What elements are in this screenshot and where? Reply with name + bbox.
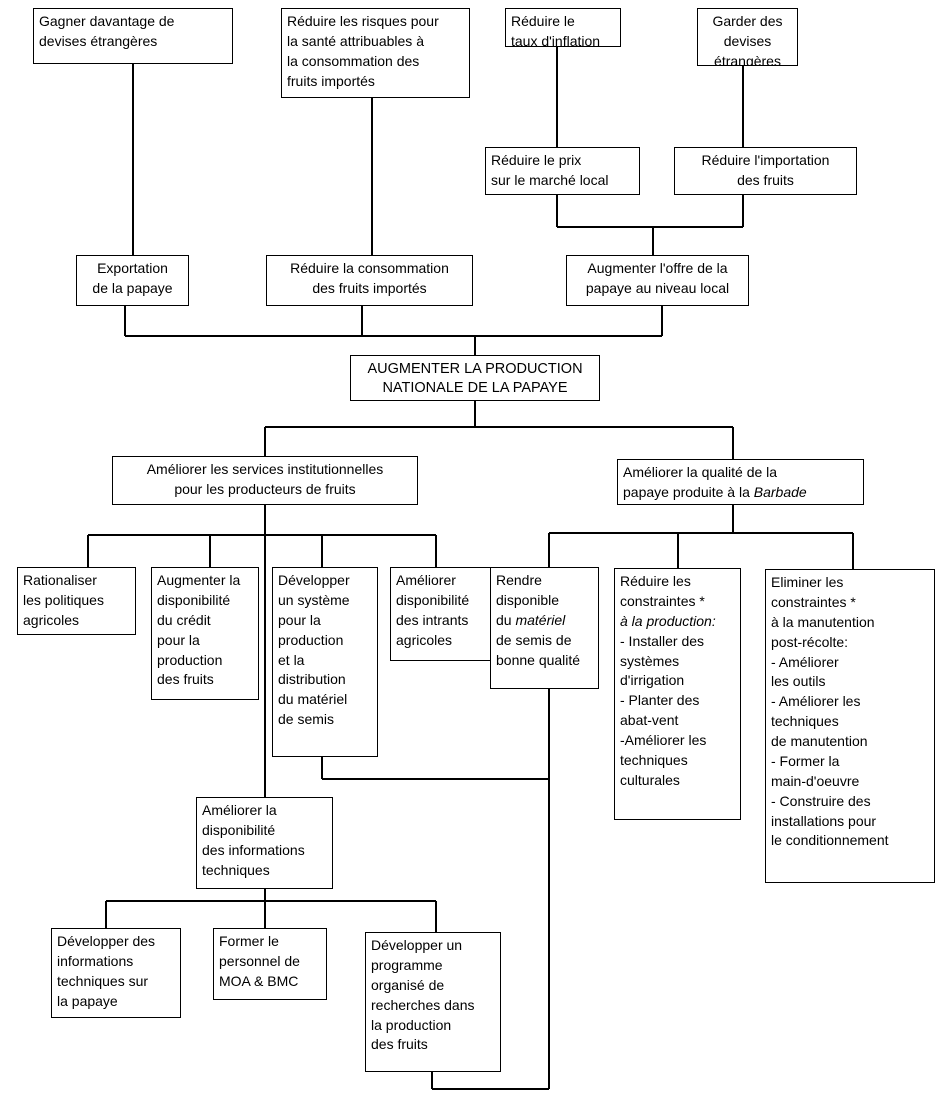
goal-keep-currency: Garder des devises étrangères	[697, 8, 798, 66]
increase-credit: Augmenter la disponibilité du crédit pou…	[151, 567, 259, 700]
develop-research-program: Développer un programme organisé de rech…	[365, 932, 501, 1072]
rationalize-policies: Rationaliser les politiques agricoles	[17, 567, 136, 635]
goal-foreign-exchange: Gagner davantage de devises étrangères	[33, 8, 233, 64]
increase-local-supply: Augmenter l'offre de la papaye au niveau…	[566, 255, 749, 306]
train-moa-bmc-staff: Former le personnel de MOA & BMC	[213, 928, 327, 1000]
goal-inflation: Réduire le taux d'inflation	[505, 8, 621, 47]
papaya-export: Exportation de la papaye	[76, 255, 189, 306]
central-objective: AUGMENTER LA PRODUCTION NATIONALE DE LA …	[350, 355, 600, 401]
improve-institutional-services: Améliorer les services institutionnelles…	[112, 456, 418, 505]
improve-papaya-quality: Améliorer la qualité de la papaye produi…	[617, 459, 864, 505]
improve-technical-information: Améliorer la disponibilité des informati…	[196, 797, 333, 889]
reduce-fruit-imports: Réduire l'importation des fruits	[674, 147, 857, 195]
quality-seed-availability: Rendre disponible du matériel de semis d…	[490, 567, 599, 689]
develop-papaya-information: Développer des informations techniques s…	[51, 928, 181, 1018]
reduce-imported-consumption: Réduire la consommation des fruits impor…	[266, 255, 473, 306]
reduce-production-constraints: Réduire les constraintes * à la producti…	[614, 568, 741, 820]
eliminate-postharvest-constraints: Eliminer les constraintes * à la manuten…	[765, 569, 935, 883]
reduce-local-price: Réduire le prix sur le marché local	[485, 147, 640, 195]
improve-input-availability: Améliorer disponibilité des intrants agr…	[390, 567, 492, 661]
goal-health-risk: Réduire les risques pour la santé attrib…	[281, 8, 470, 98]
develop-seed-system: Développer un système pour la production…	[272, 567, 378, 757]
